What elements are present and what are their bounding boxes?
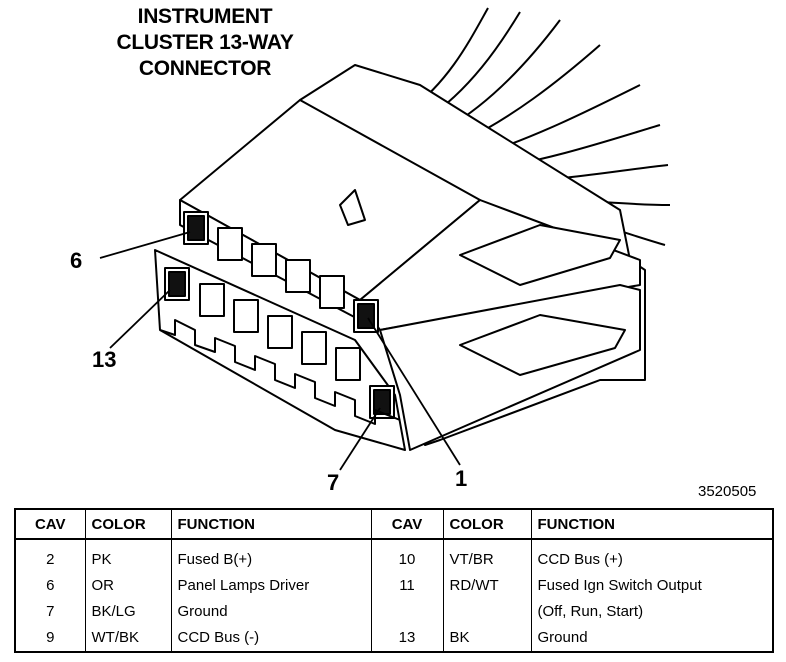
- callout-cavity-13: 13: [92, 347, 117, 372]
- table-cell: OR: [85, 572, 172, 599]
- table-cell: CCD Bus (-): [171, 624, 372, 652]
- title-line-1: INSTRUMENT: [137, 5, 273, 28]
- header-color-2: COLOR: [443, 509, 532, 540]
- table-row: 7 BK/LG Ground (Off, Run, Start): [15, 598, 774, 625]
- title-line-2: CLUSTER 13-WAY: [116, 31, 294, 54]
- leader-line-7: [339, 407, 381, 471]
- table-row: 6 OR Panel Lamps Driver 11 RD/WT Fused I…: [15, 572, 774, 599]
- header-function: FUNCTION: [171, 509, 372, 540]
- header-cav: CAV: [15, 509, 86, 540]
- leader-line-1: [367, 317, 461, 466]
- table-cell: Fused Ign Switch Output: [531, 572, 774, 599]
- table-header-row: CAV COLOR FUNCTION CAV COLOR FUNCTION: [15, 509, 774, 540]
- table-cell: 6: [15, 572, 86, 599]
- table-cell: 7: [15, 598, 86, 625]
- table-cell: [371, 598, 444, 625]
- table-cell: Ground: [171, 598, 372, 625]
- cavity-table: CAV COLOR FUNCTION CAV COLOR FUNCTION 2 …: [14, 508, 774, 653]
- leader-line-6: [99, 231, 191, 259]
- table-cell: BK/LG: [85, 598, 172, 625]
- table-cell: WT/BK: [85, 624, 172, 652]
- table-cell: 9: [15, 624, 86, 652]
- header-color: COLOR: [85, 509, 172, 540]
- callout-cavity-1: 1: [455, 466, 468, 491]
- callout-cavity-6: 6: [70, 248, 83, 273]
- table-row: 2 PK Fused B(+) 10 VT/BR CCD Bus (+): [15, 539, 774, 573]
- table-cell: Panel Lamps Driver: [171, 572, 372, 599]
- header-cav-2: CAV: [371, 509, 444, 540]
- figure-id: 3520505: [698, 483, 757, 500]
- table-cell: BK: [443, 624, 532, 652]
- leader-line-13: [109, 289, 171, 349]
- connector-diagram: [99, 7, 671, 471]
- leader-lines: [99, 231, 461, 471]
- table-cell: [443, 598, 532, 625]
- table-cell: Ground: [531, 624, 774, 652]
- table-cell: 10: [371, 539, 444, 573]
- table-cell: CCD Bus (+): [531, 539, 774, 573]
- callout-cavity-7: 7: [327, 470, 340, 495]
- table-cell: Fused B(+): [171, 539, 372, 573]
- table-cell: VT/BR: [443, 539, 532, 573]
- diagram-title: INSTRUMENT CLUSTER 13-WAY CONNECTOR: [60, 4, 350, 82]
- table-cell: 11: [371, 572, 444, 599]
- table-row: 9 WT/BK CCD Bus (-) 13 BK Ground: [15, 624, 774, 652]
- table-cell: 2: [15, 539, 86, 573]
- title-line-3: CONNECTOR: [138, 57, 272, 80]
- table-cell: 13: [371, 624, 444, 652]
- housing-teeth: [159, 319, 401, 425]
- table-cell: (Off, Run, Start): [531, 598, 774, 625]
- table-cell: PK: [85, 539, 172, 573]
- header-function-2: FUNCTION: [531, 509, 774, 540]
- table-cell: RD/WT: [443, 572, 532, 599]
